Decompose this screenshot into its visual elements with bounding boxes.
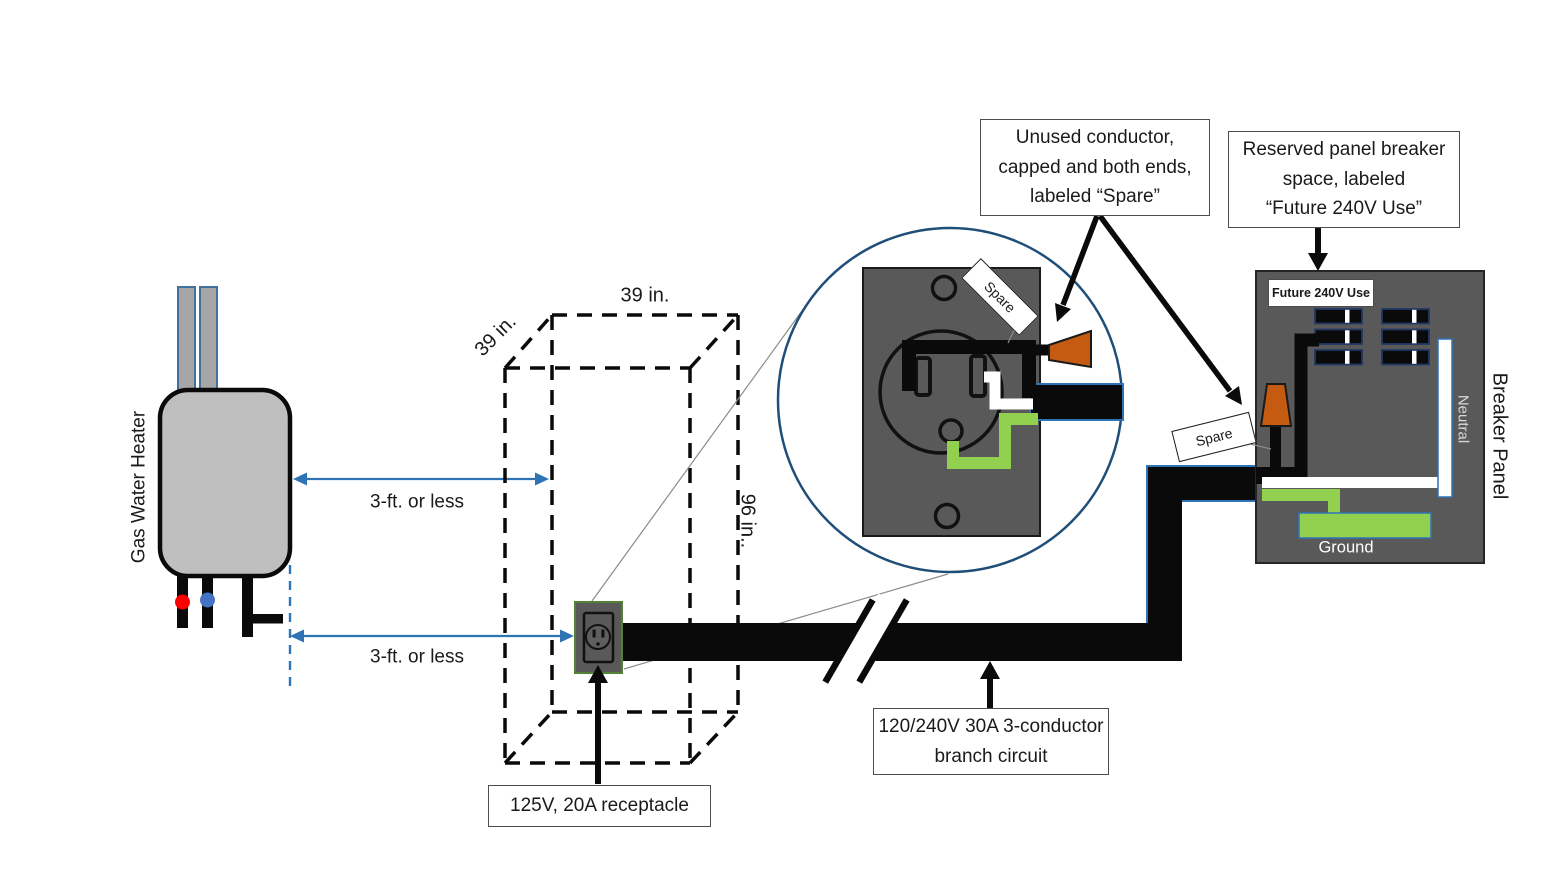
breaker	[1314, 308, 1363, 325]
neutral-wire-white	[984, 371, 1033, 410]
neutral-bus-bar	[1437, 338, 1453, 498]
gas-supply-pipe	[242, 574, 253, 637]
magnified-ground-hole	[938, 418, 964, 444]
receptacle-callout: 125V, 20A receptacle	[488, 785, 711, 827]
breaker	[1381, 349, 1430, 366]
receptacle-slot-right	[601, 629, 605, 638]
receptacle-slot-left	[592, 629, 596, 638]
future-240v-label: Future 240V Use	[1268, 279, 1374, 307]
breaker	[1314, 349, 1363, 366]
neutral-bus-label: Neutral	[1454, 394, 1472, 444]
flue-pipe-left	[177, 286, 196, 394]
breaker	[1314, 328, 1363, 345]
wire-nut-cap-panel	[1259, 383, 1293, 427]
breaker-panel-label: Breaker Panel	[1488, 372, 1511, 500]
breaker	[1381, 328, 1430, 345]
callout-arrows	[588, 214, 1328, 784]
panel-ground-wire-green	[1262, 489, 1340, 516]
unused-conductor-arrow-right	[1097, 214, 1233, 393]
panel-neutral-wire-white	[1262, 477, 1443, 488]
cable-break-slash-right	[856, 598, 910, 684]
magnifier-leader-top	[591, 296, 813, 602]
flue-pipe-right	[199, 286, 218, 394]
magnified-outlet-face	[878, 329, 1004, 455]
cable-sheath-edge-top	[1146, 465, 1256, 623]
lower-clearance-arrowhead-left	[290, 629, 304, 643]
cable-break-gap	[830, 593, 902, 689]
faceplate-screw-bottom	[933, 502, 961, 530]
hot-indicator-dot	[175, 594, 190, 610]
ground-bus-label: Ground	[1318, 538, 1374, 557]
alcove-dashed-box	[503, 313, 740, 765]
cable-horizontal-run	[622, 623, 1182, 661]
ground-bus-bar	[1298, 512, 1432, 539]
water-heater-tank	[157, 387, 293, 579]
alcove-width-label: 39 in.	[620, 284, 670, 307]
wire-nut-cap-receptacle	[1048, 329, 1092, 369]
receptacle-ground-hole	[596, 642, 600, 646]
gas-water-heater-figure	[157, 286, 293, 688]
magnified-slot-right	[969, 354, 987, 398]
lower-clearance-label: 3-ft. or less	[370, 646, 464, 668]
panel-hot-wire-black	[1294, 333, 1319, 480]
unused-conductor-callout: Unused conductor, capped and both ends, …	[980, 119, 1210, 216]
wall-receptacle-figure	[574, 601, 623, 674]
breaker	[1381, 308, 1430, 325]
hot-wire-black	[902, 340, 1036, 398]
clearance-arrows	[290, 472, 574, 643]
magnified-slot-left	[914, 356, 932, 397]
panel-spare-wire-stub	[1270, 424, 1281, 472]
reserved-space-callout: Reserved panel breaker space, labeled “F…	[1228, 131, 1460, 228]
breaker-bank	[1314, 308, 1430, 366]
gas-branch-pipe	[242, 614, 283, 624]
branch-circuit-callout: 120/240V 30A 3-conductor branch circuit	[873, 708, 1109, 775]
ground-wire-green	[947, 413, 1038, 469]
lower-clearance-arrowhead-right	[560, 629, 574, 643]
alcove-height-label: 96 in..	[736, 493, 759, 549]
gas-water-heater-label: Gas Water Heater	[128, 410, 150, 564]
breaker-panel-figure	[1245, 270, 1485, 564]
magnified-cable-stub	[1029, 383, 1124, 421]
upper-clearance-label: 3-ft. or less	[370, 491, 464, 513]
upper-clearance-arrowhead-left	[293, 472, 307, 486]
branch-circuit-cable	[622, 465, 1257, 689]
faceplate-screw-top	[930, 274, 958, 302]
cable-break-slash-left	[822, 598, 876, 684]
unused-conductor-arrow-left	[1060, 215, 1100, 306]
cable-panel-entry	[1147, 465, 1257, 500]
upper-clearance-arrowhead-right	[535, 472, 549, 486]
cold-indicator-dot	[200, 592, 215, 608]
